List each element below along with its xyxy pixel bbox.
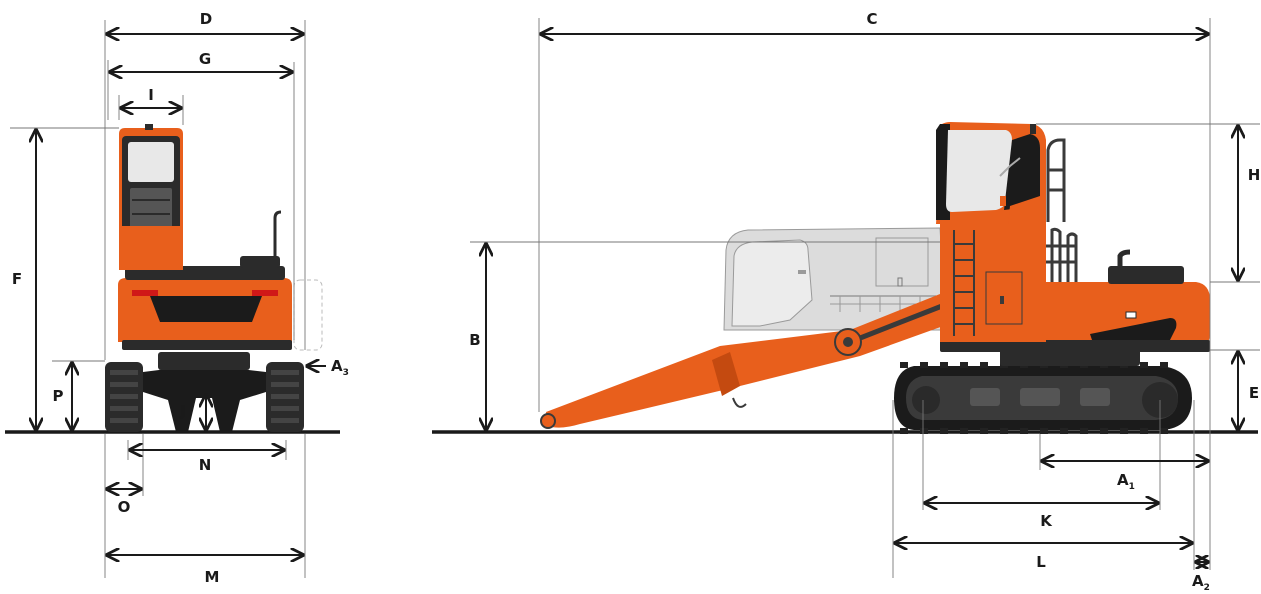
label-M: M	[205, 568, 220, 586]
excavator-side-view	[540, 122, 1210, 434]
label-F: F	[12, 270, 22, 288]
label-L: L	[1036, 553, 1046, 571]
label-I: I	[148, 86, 154, 104]
label-J: J	[179, 402, 186, 420]
extension-lines	[10, 18, 1260, 578]
label-B: B	[469, 331, 480, 349]
label-K: K	[1040, 512, 1053, 530]
excavator-front-view	[105, 124, 323, 432]
upper-structure	[936, 122, 1210, 352]
label-A2: A2	[1192, 572, 1210, 593]
label-D: D	[200, 10, 212, 28]
label-E: E	[1249, 384, 1259, 402]
crawler-track	[894, 362, 1192, 434]
label-G: G	[199, 50, 211, 68]
label-O: O	[118, 498, 131, 516]
ghost-cab-lowered	[723, 227, 947, 331]
dimension-labels: D G I F P J N O M A3 C B H E A1 K L A2	[12, 10, 1260, 593]
label-A3: A3	[331, 357, 349, 378]
label-A1: A1	[1117, 471, 1135, 492]
boom-arm	[540, 292, 960, 429]
label-H: H	[1248, 166, 1261, 184]
label-P: P	[53, 387, 64, 405]
label-C: C	[866, 10, 877, 28]
label-N: N	[199, 456, 212, 474]
dimension-arrows	[36, 34, 1238, 562]
